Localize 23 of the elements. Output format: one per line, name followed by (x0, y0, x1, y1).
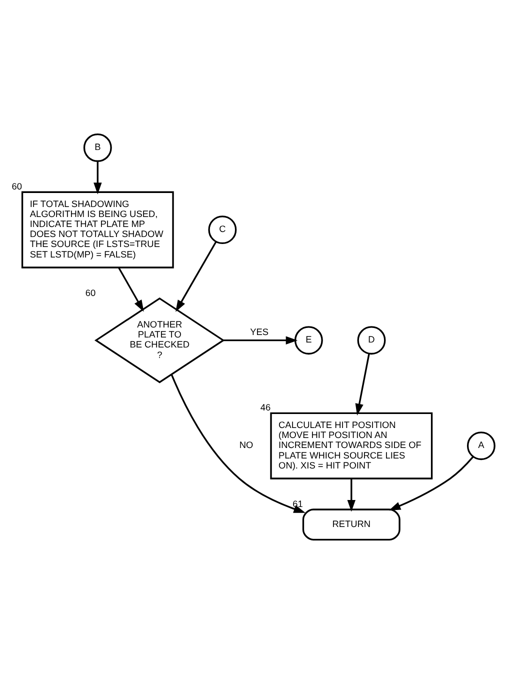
node-circle: D (357, 326, 386, 355)
node-circle: C (208, 216, 237, 244)
node-circle: A (466, 432, 496, 460)
arrow (223, 336, 298, 344)
edge-label: NO (239, 440, 254, 450)
arrow (355, 354, 370, 416)
arrow (118, 267, 144, 312)
arrow (347, 478, 356, 512)
node-box: RETURN (302, 508, 400, 540)
node-label: 60 (12, 181, 22, 192)
arrow (94, 161, 102, 194)
node-box: CALCULATE HIT POSITION (MOVE HIT POSITION AN INCREMENT TOWARDS SIDE OF PLATE WHICH SOURCE LIES ON). XIS = HIT POINT (270, 412, 433, 480)
node-box: IF TOTAL SHADOWING ALGORITHM IS BEING USED, INDICATE THAT PLATE MP DOES NOT TOTALLY SHADOW THE SOURCE (IF LSTS=TRUE SET LSTD(MP) = FALSE) (21, 191, 174, 268)
arrow (176, 241, 217, 312)
node-diamond: ANOTHER PLATE TO BE CHECKED ? (94, 297, 225, 384)
node-label: 60 (85, 288, 96, 298)
node-circle: B (83, 134, 112, 162)
arrow (388, 456, 474, 510)
arrow (170, 374, 306, 513)
edge-label: YES (250, 327, 268, 338)
node-label: 46 (260, 402, 271, 413)
node-circle: E (294, 326, 323, 355)
node-label: 61 (292, 498, 303, 509)
